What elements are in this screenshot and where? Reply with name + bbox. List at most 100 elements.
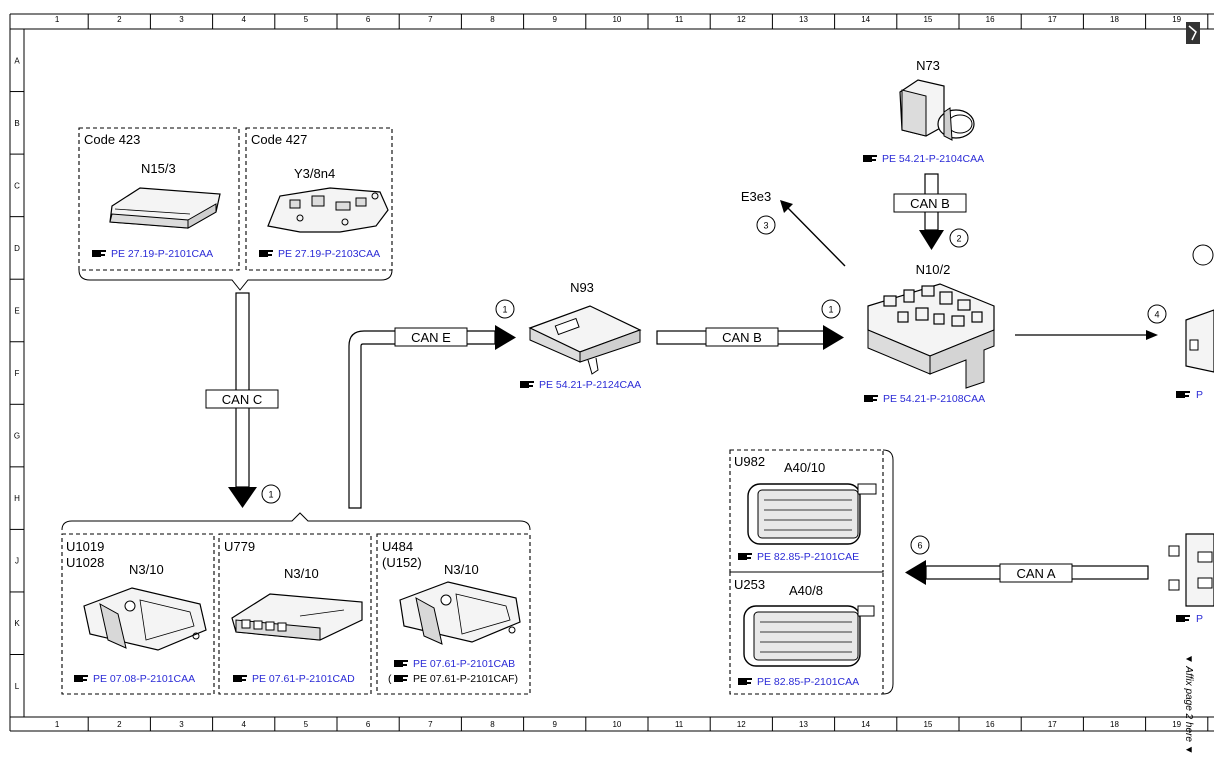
row-label-K: K: [14, 619, 20, 628]
output-arrow-4: 4: [1015, 304, 1167, 340]
top-column-label-12: 12: [737, 15, 746, 24]
top-column-label-13: 13: [799, 15, 808, 24]
row-label-E: E: [14, 306, 19, 315]
top-column-label-14: 14: [861, 15, 870, 24]
marker-1-can-c: 1: [268, 490, 273, 500]
top-column-label-5: 5: [304, 15, 309, 24]
bottom-column-label-3: 3: [179, 720, 184, 729]
bottom-column-label-2: 2: [117, 720, 122, 729]
n93-label: N93: [570, 280, 594, 295]
bottom-column-label-18: 18: [1110, 720, 1119, 729]
row-label-G: G: [14, 432, 20, 441]
n3-10-label-b: N3/10: [284, 566, 319, 581]
u779-label: U779: [224, 539, 255, 554]
a40-10-reference-link[interactable]: PE 82.85-P-2101CAE: [757, 551, 859, 563]
top-column-label-18: 18: [1110, 15, 1119, 24]
group-transmission-control: Code 423 Code 427 N15/3 Y3/8n4 PE 27.19-…: [78, 127, 393, 291]
bottom-column-label-11: 11: [675, 720, 684, 729]
can-e-bus: CAN E 1: [348, 299, 516, 509]
n73-ignition-switch-icon: [899, 79, 975, 141]
code-423-label: Code 423: [84, 132, 140, 147]
n3-10-ecu-icon-c: [399, 581, 521, 645]
bottom-column-label-17: 17: [1048, 720, 1057, 729]
n3-10-label-c: N3/10: [444, 562, 479, 577]
top-column-label-4: 4: [241, 15, 246, 24]
right-reference-link-lower[interactable]: P: [1196, 613, 1203, 625]
row-label-A: A: [14, 56, 20, 65]
n3-10-reference-link-c1[interactable]: PE 07.61-P-2101CAB: [413, 658, 515, 670]
bottom-column-label-8: 8: [490, 720, 495, 729]
can-a-bus: CAN A 6: [905, 535, 1149, 585]
n10-2-group: N10/2 PE 54.21-P-2108CAA: [864, 262, 995, 405]
right-reference-link-upper[interactable]: P: [1196, 389, 1203, 401]
row-label-B: B: [14, 119, 19, 128]
can-c-label: CAN C: [222, 392, 262, 407]
u1019-label: U1019: [66, 539, 104, 554]
can-b-label-vertical: CAN B: [910, 196, 950, 211]
bottom-column-label-5: 5: [304, 720, 309, 729]
n73-reference-link[interactable]: PE 54.21-P-2104CAA: [882, 153, 984, 165]
bottom-column-label-19: 19: [1172, 720, 1181, 729]
can-e-label: CAN E: [411, 330, 451, 345]
n3-10-reference-link-c2[interactable]: PE 07.61-P-2101CAF): [413, 673, 518, 685]
can-a-label: CAN A: [1016, 566, 1055, 581]
n3-10-label-a: N3/10: [129, 562, 164, 577]
a40-8-reference-link[interactable]: PE 82.85-P-2101CAA: [757, 676, 859, 688]
n3-10-ecu-icon-a: [83, 587, 207, 651]
n93-group: N93 PE 54.21-P-2124CAA: [520, 280, 642, 391]
bottom-column-label-7: 7: [428, 720, 433, 729]
n15-3-label: N15/3: [141, 161, 176, 176]
group-display-units: U982 A40/10 PE 82.85-P-2101CAE U253 A40/…: [729, 449, 894, 695]
n3-10-reference-link-a[interactable]: PE 07.08-P-2101CAA: [93, 673, 195, 685]
top-column-label-19: 19: [1172, 15, 1181, 24]
bottom-column-label-16: 16: [986, 720, 995, 729]
n73-label: N73: [916, 58, 940, 73]
y3-8n4-reference-link[interactable]: PE 27.19-P-2103CAA: [278, 248, 380, 260]
a40-8-display-icon: [743, 605, 875, 667]
n3-10-reference-paren-open: (: [388, 673, 392, 685]
marker-2: 2: [956, 234, 961, 244]
row-label-L: L: [15, 682, 20, 691]
u253-label: U253: [734, 577, 765, 592]
a40-10-label: A40/10: [784, 460, 825, 475]
marker-6: 6: [917, 541, 922, 551]
can-c-bus: CAN C 1: [205, 292, 281, 508]
e3e3-arrow: E3e3 3: [741, 189, 846, 267]
top-column-label-6: 6: [366, 15, 371, 24]
n10-2-label: N10/2: [916, 262, 951, 277]
can-b-label-horizontal: CAN B: [722, 330, 762, 345]
marker-4: 4: [1154, 310, 1159, 320]
right-edge-partial-components: P P: [1168, 22, 1214, 625]
n15-3-module-icon: [109, 187, 221, 229]
u1028-label: U1028: [66, 555, 104, 570]
row-label-H: H: [14, 494, 20, 503]
top-column-label-16: 16: [986, 15, 995, 24]
u484-label: U484: [382, 539, 413, 554]
n93-reference-link[interactable]: PE 54.21-P-2124CAA: [539, 379, 641, 391]
bottom-column-label-9: 9: [552, 720, 557, 729]
code-427-label: Code 427: [251, 132, 307, 147]
top-column-label-11: 11: [675, 15, 684, 24]
top-column-label-1: 1: [55, 15, 60, 24]
n15-3-reference-link[interactable]: PE 27.19-P-2101CAA: [111, 248, 213, 260]
top-column-label-15: 15: [923, 15, 932, 24]
bottom-column-label-6: 6: [366, 720, 371, 729]
top-column-label-3: 3: [179, 15, 184, 24]
top-column-label-8: 8: [490, 15, 495, 24]
can-b-bus-horizontal: CAN B 1: [656, 299, 844, 350]
bottom-column-label-13: 13: [799, 720, 808, 729]
n3-10-reference-link-b[interactable]: PE 07.61-P-2101CAD: [252, 673, 355, 685]
n10-2-reference-link[interactable]: PE 54.21-P-2108CAA: [883, 393, 985, 405]
y3-8n4-plate-icon: [267, 187, 389, 233]
drawing-frame: [9, 13, 1214, 732]
bottom-column-label-15: 15: [923, 720, 932, 729]
row-label-D: D: [14, 244, 20, 253]
row-label-C: C: [14, 181, 20, 190]
n3-10-ecu-icon-b: [231, 593, 363, 641]
can-b-bus-vertical: CAN B 2: [893, 173, 969, 250]
e3e3-label: E3e3: [741, 189, 771, 204]
bottom-column-label-10: 10: [612, 720, 621, 729]
bottom-column-label-1: 1: [55, 720, 60, 729]
bottom-column-label-14: 14: [861, 720, 870, 729]
